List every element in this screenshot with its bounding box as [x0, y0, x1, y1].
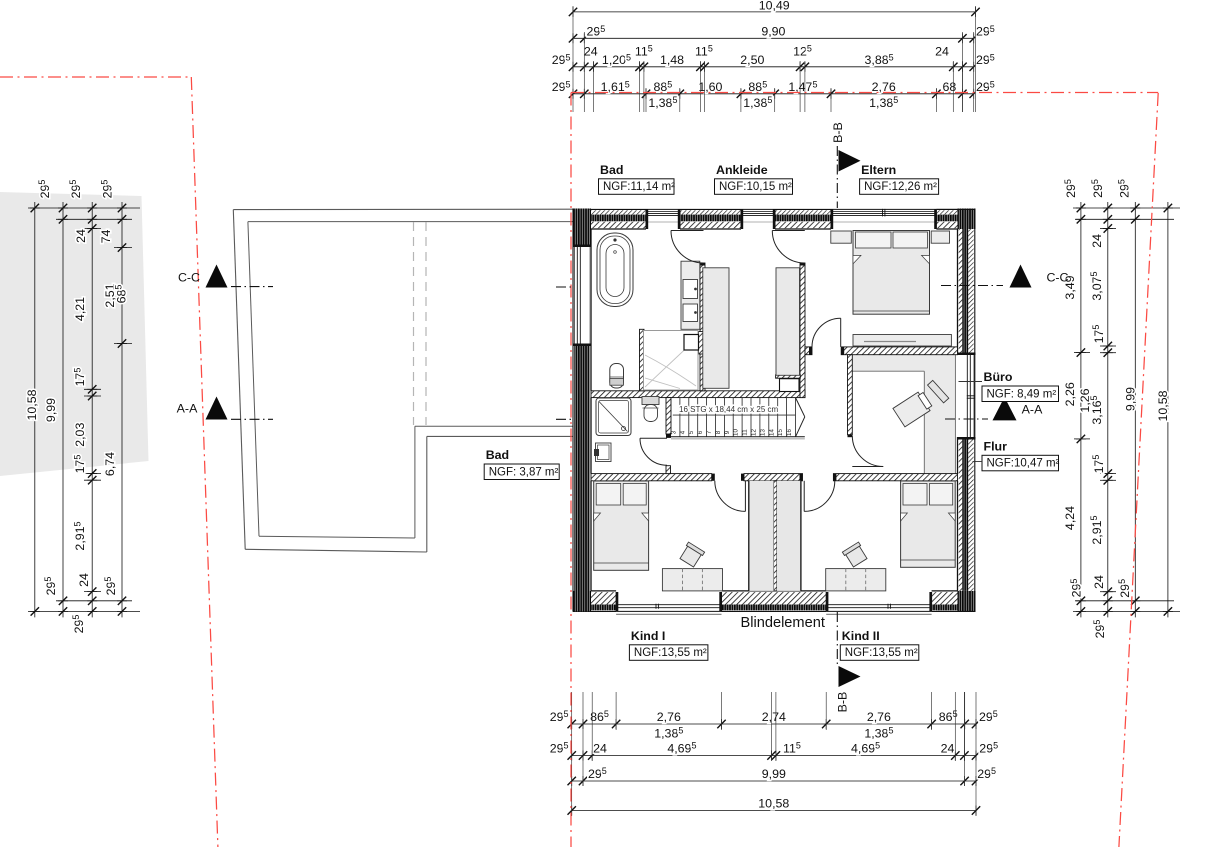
- svg-text:4,24: 4,24: [1063, 506, 1077, 530]
- svg-text:6: 6: [697, 430, 704, 434]
- svg-text:A-A: A-A: [177, 402, 198, 416]
- svg-text:9,99: 9,99: [1123, 387, 1137, 411]
- svg-text:B-B: B-B: [835, 692, 849, 713]
- svg-text:NGF:10,47 m²: NGF:10,47 m²: [987, 458, 1060, 470]
- svg-text:1,26: 1,26: [1078, 388, 1092, 412]
- svg-text:C-C: C-C: [178, 271, 200, 285]
- svg-text:4,695: 4,695: [851, 741, 880, 756]
- svg-text:10,58: 10,58: [25, 389, 39, 420]
- svg-text:3: 3: [670, 430, 677, 434]
- svg-text:2,50: 2,50: [740, 53, 764, 67]
- svg-text:24: 24: [1090, 234, 1104, 248]
- svg-text:12: 12: [751, 429, 758, 436]
- svg-text:115: 115: [635, 44, 653, 59]
- svg-text:74: 74: [99, 230, 113, 244]
- svg-text:Blindelement: Blindelement: [741, 615, 825, 631]
- svg-text:5: 5: [688, 430, 695, 434]
- svg-text:C-C: C-C: [1046, 271, 1068, 285]
- svg-text:1,475: 1,475: [788, 79, 817, 94]
- svg-text:1,385: 1,385: [864, 726, 893, 741]
- svg-text:2,76: 2,76: [867, 710, 891, 724]
- svg-text:4,695: 4,695: [667, 741, 696, 756]
- svg-text:10,49: 10,49: [759, 0, 790, 12]
- svg-text:68: 68: [943, 80, 957, 94]
- svg-text:24: 24: [593, 742, 607, 756]
- svg-text:Flur: Flur: [984, 439, 1008, 453]
- svg-text:11: 11: [742, 429, 749, 436]
- svg-text:1,385: 1,385: [648, 95, 677, 110]
- svg-text:10,58: 10,58: [1156, 390, 1170, 421]
- svg-text:3,075: 3,075: [1089, 271, 1104, 300]
- svg-text:Eltern: Eltern: [861, 163, 896, 177]
- svg-text:1,48: 1,48: [660, 53, 684, 67]
- svg-text:1,385: 1,385: [869, 95, 898, 110]
- svg-text:1,385: 1,385: [654, 726, 683, 741]
- svg-text:2,26: 2,26: [1063, 382, 1077, 406]
- svg-text:24: 24: [941, 742, 955, 756]
- svg-text:16: 16: [786, 429, 793, 436]
- svg-text:10,58: 10,58: [758, 797, 789, 811]
- svg-text:14: 14: [768, 429, 775, 436]
- svg-text:9,99: 9,99: [44, 398, 58, 422]
- svg-text:13: 13: [759, 429, 766, 436]
- svg-text:4: 4: [679, 430, 686, 434]
- svg-text:2,915: 2,915: [1089, 515, 1104, 544]
- svg-text:2,76: 2,76: [872, 80, 896, 94]
- svg-text:2,03: 2,03: [73, 423, 87, 447]
- svg-text:1,205: 1,205: [602, 52, 631, 67]
- svg-text:2,76: 2,76: [657, 710, 681, 724]
- svg-text:1,615: 1,615: [601, 79, 630, 94]
- svg-text:Bad: Bad: [486, 448, 509, 462]
- svg-text:NGF:12,26 m²: NGF:12,26 m²: [864, 181, 937, 193]
- svg-text:24: 24: [77, 573, 91, 587]
- svg-text:24: 24: [935, 44, 949, 58]
- svg-text:NGF:10,15 m²: NGF:10,15 m²: [719, 181, 792, 193]
- svg-text:24: 24: [584, 44, 598, 58]
- svg-text:9,99: 9,99: [762, 767, 786, 781]
- svg-text:15: 15: [777, 429, 784, 436]
- svg-text:Bad: Bad: [600, 163, 623, 177]
- svg-text:24: 24: [1092, 575, 1106, 589]
- svg-text:Kind I: Kind I: [631, 629, 665, 643]
- svg-text:10: 10: [733, 429, 740, 436]
- svg-text:2,915: 2,915: [72, 521, 87, 550]
- svg-text:16 STG x 18,44 cm x 25 cm: 16 STG x 18,44 cm x 25 cm: [679, 405, 778, 414]
- svg-text:1,385: 1,385: [743, 95, 772, 110]
- svg-text:6,74: 6,74: [103, 452, 117, 476]
- svg-text:7: 7: [706, 430, 713, 434]
- svg-text:295: 295: [587, 24, 606, 39]
- svg-text:B-B: B-B: [831, 122, 845, 143]
- svg-text:2,51: 2,51: [103, 283, 117, 307]
- svg-text:NGF:11,14 m²: NGF:11,14 m²: [603, 181, 675, 193]
- svg-text:NGF: 8,49 m²: NGF: 8,49 m²: [987, 388, 1057, 400]
- svg-text:9: 9: [724, 430, 731, 434]
- svg-text:Kind II: Kind II: [842, 629, 880, 643]
- svg-text:NGF:13,55 m²: NGF:13,55 m²: [634, 647, 707, 659]
- svg-text:2,74: 2,74: [762, 710, 786, 724]
- svg-text:3,885: 3,885: [865, 52, 894, 67]
- svg-text:NGF: 3,87 m²: NGF: 3,87 m²: [489, 466, 559, 478]
- svg-text:A-A: A-A: [1022, 403, 1043, 417]
- svg-text:3,165: 3,165: [1089, 395, 1104, 424]
- svg-text:Büro: Büro: [984, 370, 1013, 384]
- svg-text:Ankleide: Ankleide: [716, 163, 768, 177]
- svg-text:24: 24: [74, 229, 88, 243]
- svg-text:8: 8: [715, 430, 722, 434]
- svg-text:4,21: 4,21: [73, 297, 87, 321]
- svg-text:9,90: 9,90: [761, 25, 785, 39]
- svg-text:3,49: 3,49: [1063, 275, 1077, 299]
- svg-text:NGF:13,55 m²: NGF:13,55 m²: [845, 647, 918, 659]
